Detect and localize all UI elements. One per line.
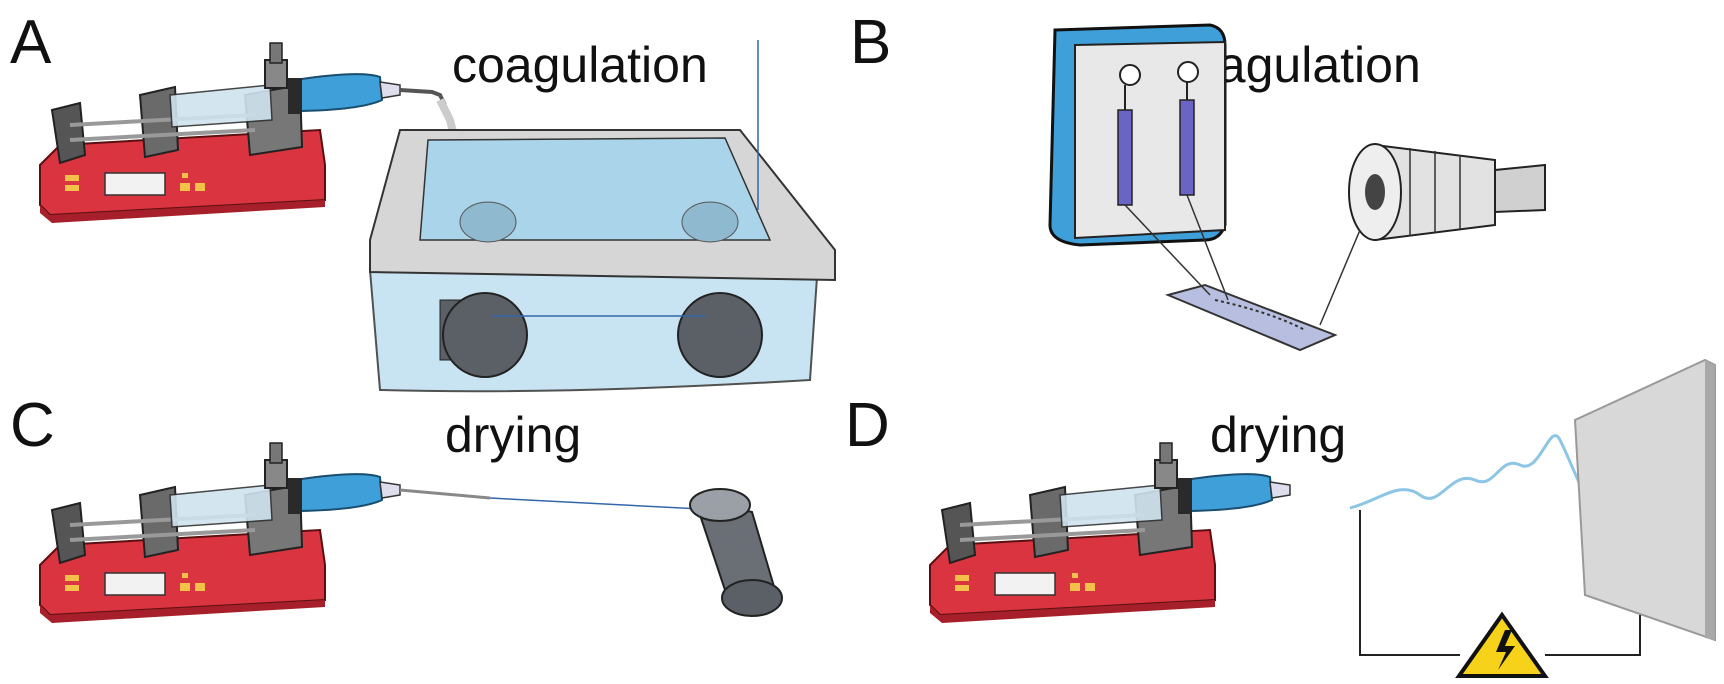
caption-c: drying	[445, 407, 582, 463]
collector-plate-icon	[1573, 358, 1716, 642]
electrospinning-jet	[1349, 434, 1596, 510]
panel-label-b: B	[850, 8, 892, 77]
caption-d: drying	[1210, 407, 1347, 463]
collector-roller-icon	[689, 488, 783, 617]
syringe-pump-icon	[38, 41, 402, 225]
panel-label-d: D	[845, 391, 890, 460]
drying-fiber	[399, 488, 721, 511]
panel-label-c: C	[10, 391, 55, 460]
syringe-pump-dual-icon	[1048, 23, 1227, 247]
syringe-pump-icon-c	[38, 441, 402, 625]
high-voltage-circuit	[1359, 510, 1641, 656]
rotating-collector-icon	[1319, 143, 1546, 326]
panel-label-a: A	[10, 8, 52, 77]
high-voltage-warning-icon	[1455, 611, 1549, 678]
syringe-pump-icon-d	[928, 441, 1292, 625]
coagulation-bath-icon	[368, 40, 836, 393]
caption-a: coagulation	[452, 37, 708, 93]
microfluidic-chip-icon	[1124, 194, 1338, 352]
